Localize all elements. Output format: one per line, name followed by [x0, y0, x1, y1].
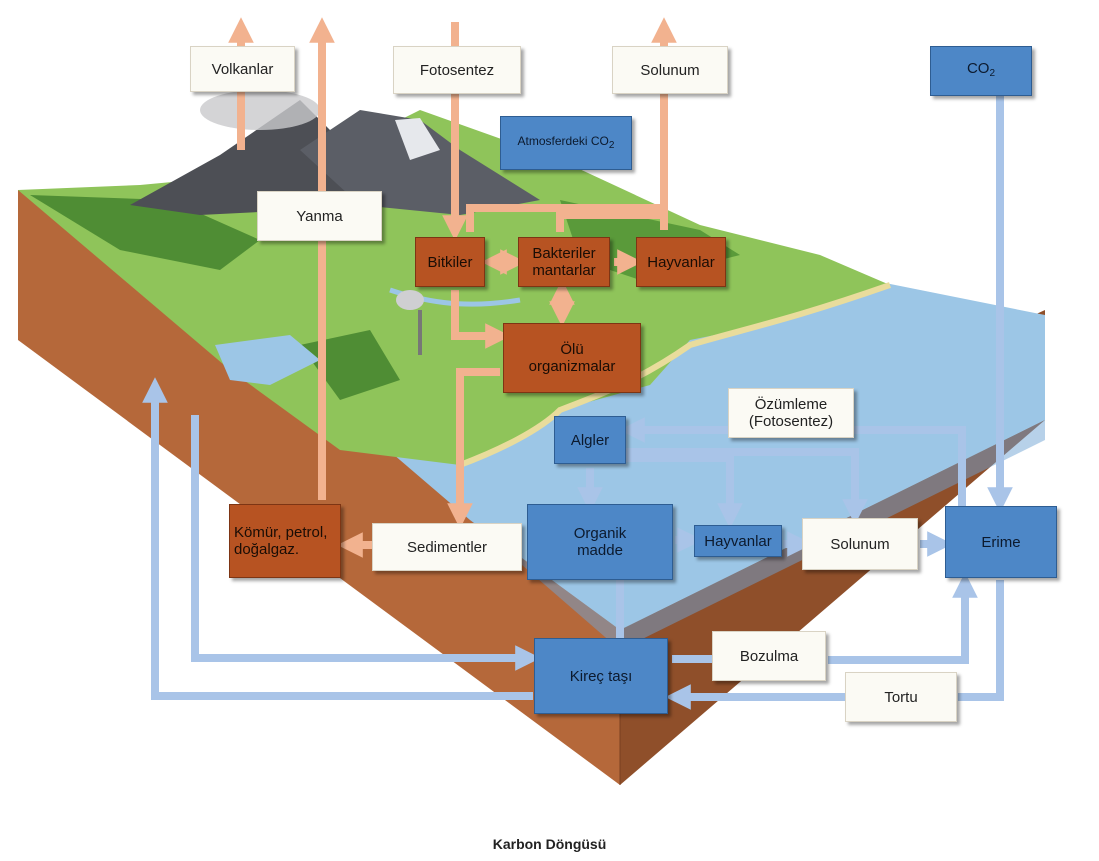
dead-organisms-label: Ölü organizmalar [503, 323, 641, 393]
arrow-plants-dead [451, 290, 511, 349]
photosynthesis-text: Fotosentez [419, 61, 495, 79]
land-animals-label: Hayvanlar [636, 237, 726, 287]
plants-label: Bitkiler [415, 237, 485, 287]
atmospheric-co2-label: Atmosferdeki CO2 [500, 116, 632, 170]
sea-animals-text: Hayvanlar [704, 532, 772, 550]
snow-cap [395, 118, 440, 160]
land-animals-text: Hayvanlar [647, 253, 715, 271]
sediment-deposit-text: Tortu [884, 688, 918, 706]
atmospheric-co2-main: Atmosferdeki CO [517, 133, 609, 148]
sea-animals-label: Hayvanlar [694, 525, 782, 557]
organic-matter-text: Organik madde [573, 525, 627, 559]
algae-label: Algler [554, 416, 626, 464]
dissolution-label: Erime [945, 506, 1057, 578]
decomposition-text: Bozulma [739, 647, 799, 665]
arrow-algae-animals [600, 454, 743, 529]
factory-smoke [396, 290, 424, 310]
mountain-right [300, 110, 540, 215]
arrow-plants-respiration [466, 204, 664, 232]
atmospheric-co2-subscript: 2 [608, 139, 615, 151]
arrow-limestone-land [142, 377, 533, 700]
co2-label: CO2 [930, 46, 1032, 96]
forest-patch [30, 195, 260, 270]
sediments-text: Sedimentler [406, 538, 488, 556]
decomposition-label: Bozulma [712, 631, 826, 681]
assimilation-label: Özümleme (Fotosentez) [728, 388, 854, 438]
dead-organisms-text: Ölü organizmalar [528, 341, 616, 375]
decomposers-text: Bakteriler mantarlar [532, 245, 596, 279]
limestone-label: Kireç taşı [534, 638, 668, 714]
land-flow-arrows [228, 17, 677, 558]
limestone-text: Kireç taşı [569, 667, 633, 685]
assimilation-text: Özümleme (Fotosentez) [748, 396, 834, 430]
combustion-text: Yanma [296, 207, 343, 225]
sea-respiration-label: Solunum [802, 518, 918, 570]
mountain-left [130, 100, 380, 215]
photosynthesis-label: Fotosentez [393, 46, 521, 94]
dissolution-text: Erime [981, 533, 1021, 551]
co2-main: CO [966, 60, 990, 77]
atmospheric-co2-text: Atmosferdeki CO2 [518, 133, 615, 154]
sediments-label: Sedimentler [372, 523, 522, 571]
organic-matter-label: Organik madde [527, 504, 673, 580]
co2-subscript: 2 [989, 68, 996, 79]
sea-flow-arrows [142, 96, 1013, 710]
figure-caption: Karbon Döngüsü [492, 836, 607, 852]
algae-text: Algler [570, 431, 610, 449]
respiration-top-label: Solunum [612, 46, 728, 94]
arrow-decomposers-respiration [556, 211, 664, 232]
lake [215, 335, 320, 385]
volcanoes-label: Volkanlar [190, 46, 295, 92]
plants-text: Bitkiler [427, 253, 473, 271]
volcanoes-text: Volkanlar [211, 60, 274, 78]
volcano-smoke [200, 90, 320, 130]
factory-chimney [418, 310, 422, 355]
decomposers-label: Bakteriler mantarlar [518, 237, 610, 287]
fossil-fuels-text: Kömür, petrol, doğalgaz. [234, 524, 328, 558]
arrow-erime-tortu [958, 580, 1004, 701]
co2-text: CO2 [967, 60, 995, 82]
arrow-algae-respiration [610, 448, 868, 525]
arrow-dead-sediments [447, 368, 500, 529]
arrow-bozulma-erime [828, 572, 978, 664]
combustion-label: Yanma [257, 191, 382, 241]
coastline-sand [458, 282, 891, 468]
sediment-deposit-label: Tortu [845, 672, 957, 722]
sea-respiration-text: Solunum [830, 535, 890, 553]
fossil-fuels-label: Kömür, petrol, doğalgaz. [229, 504, 341, 578]
respiration-top-text: Solunum [640, 61, 700, 79]
arrow-land-limestone [191, 415, 541, 671]
